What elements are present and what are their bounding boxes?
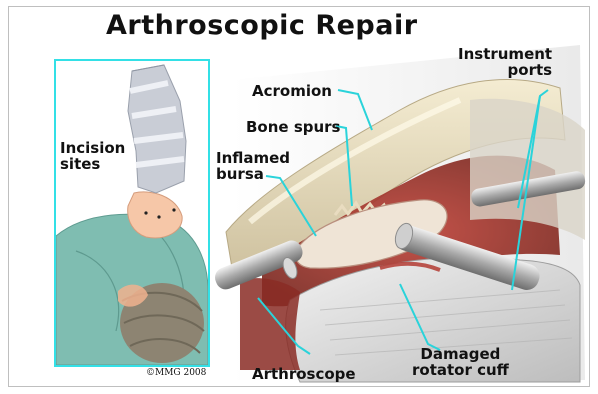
copyright-text: ©MMG 2008 <box>146 368 206 378</box>
label-arthroscope: Arthroscope <box>252 366 356 382</box>
patient-illustration <box>56 61 208 365</box>
patient-shoulder <box>128 192 182 238</box>
label-damaged-rotator-cuff: Damaged rotator cuff <box>412 346 509 378</box>
incision-dot <box>157 215 160 218</box>
label-bone-spurs: Bone spurs <box>246 119 340 135</box>
incision-dot <box>172 208 175 211</box>
incision-dot <box>144 211 147 214</box>
joint-space <box>240 278 300 370</box>
label-inflamed-bursa: Inflamed bursa <box>216 150 290 182</box>
label-acromion: Acromion <box>252 83 332 99</box>
patient-inset <box>54 59 210 367</box>
label-instrument-ports: Instrument ports <box>458 46 552 78</box>
humeral-structure <box>470 99 585 240</box>
arm-wrap <box>128 65 186 193</box>
label-incision-sites: Incision sites <box>60 140 125 172</box>
